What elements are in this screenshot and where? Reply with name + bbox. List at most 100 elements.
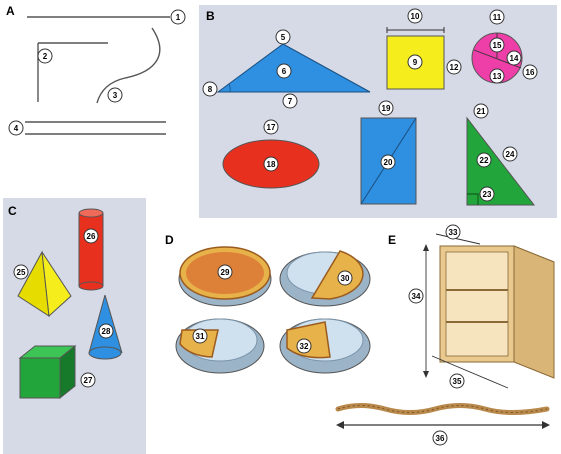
callout-number-5: 5: [281, 33, 286, 42]
section-c-panel: [3, 198, 146, 454]
cylinder-body: [79, 213, 103, 286]
rope-arrow-left: [336, 421, 344, 429]
callout-number-11: 11: [493, 13, 502, 22]
callout-number-25: 25: [17, 268, 26, 277]
section-b-heading: B: [206, 9, 215, 23]
callout-circle-20: [380, 154, 396, 170]
callout-circle-3: [107, 87, 123, 103]
callout-number-20: 20: [384, 158, 393, 167]
callout-number-7: 7: [288, 97, 293, 106]
rope-arrow-right: [542, 421, 550, 429]
callout-circle-28: [98, 323, 114, 339]
callout-number-30: 30: [341, 274, 350, 283]
callout-number-17: 17: [267, 123, 276, 132]
callout-number-9: 9: [413, 58, 418, 67]
callout-circle-21: [473, 103, 489, 119]
callout-number-28: 28: [102, 327, 111, 336]
callout-circle-1: [170, 9, 186, 25]
right-triangle: [466, 116, 536, 206]
height-arrow-bottom: [423, 371, 429, 378]
callout-circle-30: [337, 270, 353, 286]
callout-circle-15: [489, 37, 505, 53]
callout-circle-19: [378, 100, 394, 116]
callout-number-14: 14: [510, 54, 519, 63]
callout-circle-12: [446, 59, 462, 75]
width-dimension-line: [431, 355, 509, 389]
height-arrow-top: [423, 244, 429, 251]
triangle-angle-arc: [228, 83, 231, 93]
callout-number-1: 1: [176, 13, 181, 22]
triangle: [216, 43, 371, 93]
bookcase-inner: [445, 251, 509, 357]
bookcase-side: [513, 245, 555, 379]
section-d-heading: D: [165, 233, 174, 247]
callout-number-12: 12: [450, 63, 459, 72]
section-a-heading: A: [6, 4, 15, 18]
rope: [335, 403, 550, 415]
callout-circle-9: [407, 54, 423, 70]
callout-circle-4: [8, 120, 24, 136]
callout-number-34: 34: [412, 292, 421, 301]
callout-number-16: 16: [526, 68, 535, 77]
cube-front-face: [19, 357, 61, 399]
cone-base: [88, 346, 122, 360]
callout-circle-11: [489, 9, 505, 25]
callout-circle-7: [282, 93, 298, 109]
section-c-heading: C: [8, 204, 17, 218]
callout-number-32: 32: [300, 342, 309, 351]
callout-circle-8: [202, 81, 218, 97]
callout-number-24: 24: [506, 150, 515, 159]
callout-number-6: 6: [282, 67, 287, 76]
callout-circle-13: [489, 68, 505, 84]
cylinder-top: [78, 208, 104, 218]
callout-circle-26: [83, 228, 99, 244]
callout-number-36: 36: [436, 434, 445, 443]
callout-circle-6: [276, 63, 292, 79]
half-pizza: [310, 250, 364, 300]
callout-number-21: 21: [477, 107, 486, 116]
cone-left-edge: [88, 294, 106, 354]
callout-circle-5: [275, 29, 291, 45]
callout-number-8: 8: [208, 85, 213, 94]
callout-circle-34: [408, 288, 424, 304]
callout-number-23: 23: [483, 190, 492, 199]
quarter-pizza-slice: [179, 329, 219, 358]
callout-circle-16: [522, 64, 538, 80]
callout-number-4: 4: [14, 124, 19, 133]
callout-circle-36: [432, 430, 448, 446]
depth-dimension-line: [435, 233, 481, 245]
callout-circle-10: [407, 8, 423, 24]
cylinder-bottom: [78, 281, 104, 291]
callout-number-26: 26: [87, 232, 96, 241]
callout-number-3: 3: [113, 91, 118, 100]
callout-circle-32: [296, 338, 312, 354]
callout-number-19: 19: [382, 104, 391, 113]
callout-number-29: 29: [221, 268, 230, 277]
callout-circle-17: [263, 119, 279, 135]
callout-number-22: 22: [480, 156, 489, 165]
curved-line: [96, 27, 161, 104]
callout-number-2: 2: [43, 52, 48, 61]
callout-number-13: 13: [493, 72, 502, 81]
callout-number-33: 33: [449, 228, 458, 237]
callout-number-31: 31: [196, 332, 205, 341]
section-e-heading: E: [388, 233, 396, 247]
callout-number-35: 35: [453, 377, 462, 386]
callout-circle-29: [217, 264, 233, 280]
cube-side-face: [59, 344, 76, 400]
callout-circle-27: [80, 372, 96, 388]
callout-circle-35: [449, 373, 465, 389]
callout-circle-23: [479, 186, 495, 202]
callout-circle-24: [502, 146, 518, 162]
callout-number-27: 27: [84, 376, 93, 385]
callout-circle-33: [445, 224, 461, 240]
callout-number-10: 10: [411, 12, 420, 21]
callout-circle-2: [37, 48, 53, 64]
callout-circle-18: [263, 156, 279, 172]
right-angle-marker: [467, 193, 479, 205]
callout-circle-22: [476, 152, 492, 168]
pyramid-right-face: [41, 251, 72, 318]
callout-number-18: 18: [267, 160, 276, 169]
